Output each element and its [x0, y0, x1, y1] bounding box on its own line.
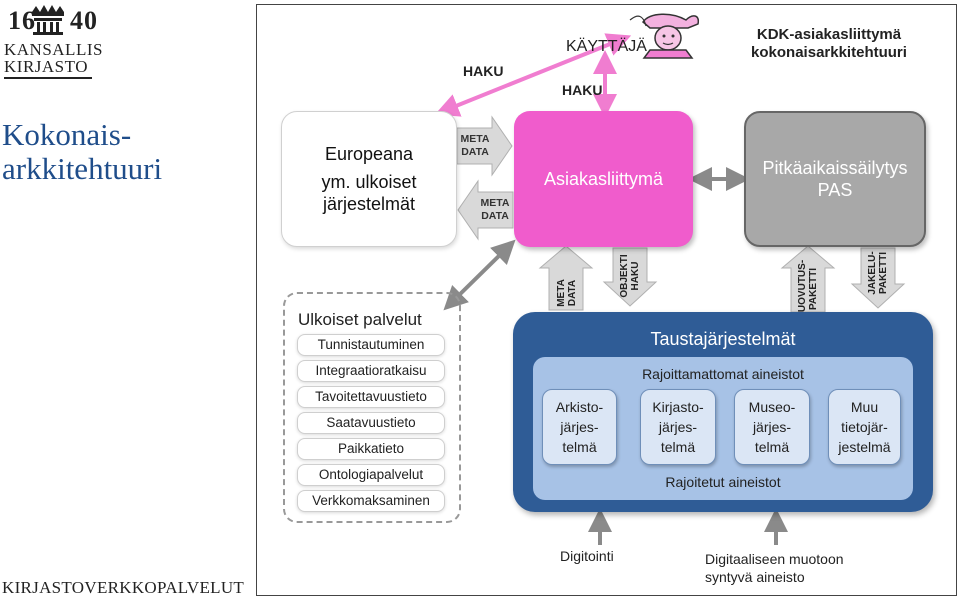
diagram-title-line2: kokonaisarkkitehtuuri [751, 44, 907, 61]
left-title: Kokonais- arkkitehtuuri [2, 118, 192, 186]
meta-arrow-left-label: META DATA [478, 197, 512, 223]
diagram-frame [256, 4, 957, 596]
haku-label-top: HAKU [562, 82, 603, 98]
system-arkisto-line2: järjes- [560, 419, 599, 435]
system-kirjasto-line2: järjes- [658, 419, 698, 435]
system-museo: Museo- järjes- telmä [734, 389, 810, 465]
pas-line1: Pitkäaikaissäilytys [762, 158, 908, 178]
objekti-haku-label-line1: OBJEKTI [619, 254, 630, 298]
born-digital-line1: Digitaaliseen muotoon [705, 551, 844, 567]
system-kirjasto-line1: Kirjasto- [652, 399, 704, 415]
digitointi-label: Digitointi [560, 548, 614, 564]
objekti-haku-label: OBJEKTI HAKU [619, 250, 641, 302]
meta-arrow-right-label: META DATA [458, 133, 492, 159]
service-item-ontologiapalvelut: Ontologiapalvelut [297, 464, 445, 486]
user-label: KÄYTTÄJÄ [566, 38, 647, 55]
external-services-group [283, 292, 461, 523]
logo-name-line2: KIRJASTO [4, 57, 88, 76]
pas-box: Pitkäaikaissäilytys PAS [744, 111, 926, 247]
logo-year-right: 40 [70, 6, 98, 35]
system-muu-line3: jestelmä [838, 439, 891, 455]
jakelu-label-line1: JAKELU- [867, 251, 878, 295]
objekti-haku-down-arrow [602, 247, 658, 307]
logo-name-line1: KANSALLIS [4, 40, 103, 59]
left-title-line1: Kokonais- [2, 117, 132, 152]
service-item-integraatioratkaisu: Integraatioratkaisu [297, 360, 445, 382]
system-kirjasto: Kirjasto- järjes- telmä [640, 389, 716, 465]
meta-arrow-left [457, 179, 514, 241]
system-kirjasto-line3: telmä [660, 439, 696, 455]
haku-label-left: HAKU [463, 63, 504, 79]
meta-data-up-label-line1: META [556, 279, 567, 307]
service-item-saatavuustieto: Saatavuustieto [297, 412, 445, 434]
system-arkisto-line1: Arkisto- [555, 399, 604, 415]
meta-data-up-label: META DATA [556, 271, 578, 315]
system-arkisto-line3: telmä [562, 439, 597, 455]
system-museo-line3: telmä [754, 439, 790, 455]
logo-rule [4, 77, 92, 79]
born-digital-label: Digitaaliseen muotoon syntyvä aineisto [705, 550, 844, 586]
diagram-title-line1: KDK-asiakasliittymä [756, 26, 902, 43]
system-museo-line2: järjes- [752, 419, 792, 435]
service-item-tavoitettavuustieto: Tavoitettavuustieto [297, 386, 445, 408]
europeana-line3: järjestelmät [322, 194, 416, 214]
meta-arrow-left-label-line1: META [480, 197, 510, 209]
jakelu-label: JAKELU- PAKETTI [867, 247, 889, 299]
meta-arrow-right-label-line1: META [460, 133, 490, 145]
jakelu-label-line2: PAKETTI [878, 251, 889, 295]
system-muu: Muu tietojär- jestelmä [828, 389, 901, 465]
footer-brand: KIRJASTOVERKKOPALVELUT [2, 578, 245, 597]
meta-arrow-right-label-line2: DATA [461, 146, 489, 158]
meta-arrow-left-label-line2: DATA [481, 210, 509, 222]
logo-year-left: 16 [8, 6, 36, 35]
external-services-title: Ulkoiset palvelut [298, 310, 422, 329]
service-item-paikkatieto: Paikkatieto [297, 438, 445, 460]
logo-crest-icon [32, 5, 64, 35]
objekti-haku-label-line2: HAKU [630, 261, 641, 291]
external-services-arrow [443, 239, 516, 311]
born-digital-line2: syntyvä aineisto [705, 569, 805, 585]
pas-line2: PAS [817, 180, 853, 200]
luovutus-label-line1: LUOVUTUS- [797, 259, 808, 319]
unrestricted-label: Rajoittamattomat aineistot [642, 366, 804, 382]
luovutus-label: LUOVUTUS- PAKETTI [797, 259, 819, 319]
system-muu-line2: tietojär- [841, 419, 888, 435]
europeana-line1: Europeana [324, 144, 414, 164]
meta-data-up-label-line2: DATA [567, 279, 578, 307]
user-icon [629, 13, 700, 59]
service-item-tunnistautuminen: Tunnistautuminen [297, 334, 445, 356]
europeana-box: Europeana ym. ulkoiset järjestelmät [281, 111, 457, 247]
luovutus-up-arrow [780, 245, 836, 313]
europeana-line2: ym. ulkoiset [321, 172, 417, 192]
system-arkisto: Arkisto- järjes- telmä [542, 389, 617, 465]
meta-arrow-right [456, 115, 513, 177]
diagram-title: KDK-asiakasliittymä kokonaisarkkitehtuur… [700, 26, 958, 62]
asiakasliittyma-label: Asiakasliittymä [543, 168, 664, 189]
service-item-verkkomaksaminen: Verkkomaksaminen [297, 490, 445, 512]
system-museo-line1: Museo- [748, 399, 796, 415]
jakelu-down-arrow [850, 247, 906, 309]
luovutus-label-line2: PAKETTI [808, 267, 819, 311]
asiakasliittyma-box[interactable]: Asiakasliittymä [514, 111, 693, 247]
meta-data-up-arrow [538, 245, 594, 311]
background-systems-title: Taustajärjestelmät [650, 329, 796, 349]
restricted-label: Rajoitetut aineistot [665, 474, 781, 490]
left-title-line2: arkkitehtuuri [2, 151, 163, 186]
haku-arrow-left [434, 33, 632, 117]
system-muu-line1: Muu [850, 399, 879, 415]
